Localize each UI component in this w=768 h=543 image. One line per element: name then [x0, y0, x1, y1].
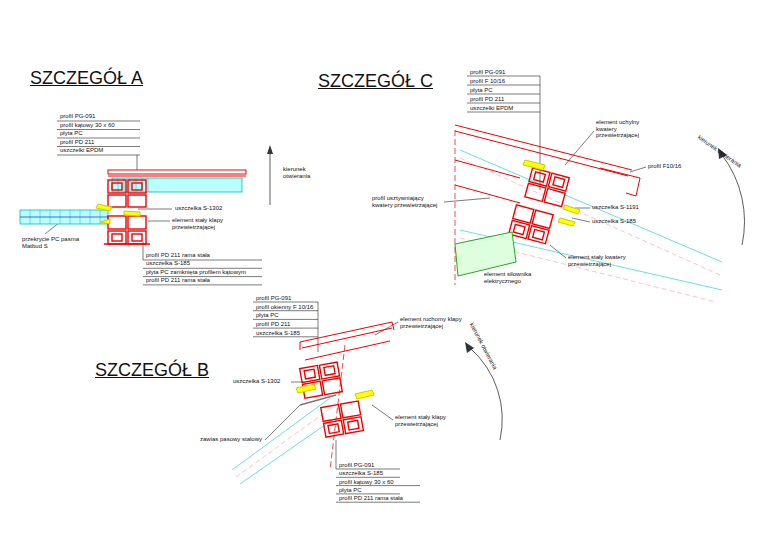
part-label: płyta PC: [339, 487, 362, 494]
part-label: profil okienny F 10/16: [256, 304, 313, 311]
part-label: profil PG-091: [339, 462, 374, 469]
part-label: uszczelka S-185: [339, 470, 383, 477]
part-label: kierunek otwierania: [283, 166, 319, 179]
part-label: uszczelka S-1302: [233, 378, 280, 385]
part-label: element uchylny kwatery przewietrzającej: [596, 119, 660, 139]
part-label: uszczelka S-185: [256, 330, 300, 337]
part-label: uszczelki EPDM: [60, 147, 103, 154]
part-label: profil PG-091: [470, 69, 505, 76]
part-label: profil PG-091: [256, 295, 291, 302]
part-label: płyta PC: [470, 87, 493, 94]
part-label: profil PG-091: [60, 113, 95, 120]
part-label: uszczelka S-185: [592, 218, 636, 225]
part-label: profil kątowy 30 x 60: [339, 479, 394, 486]
detail-heading: SZCZEGÓŁ A: [30, 69, 143, 89]
part-label: płyta PC: [60, 130, 83, 137]
part-label: profil F 10/16: [470, 78, 505, 85]
part-label: profil PD 211: [470, 96, 504, 103]
part-label: profil PD 211 rama stała: [339, 495, 403, 502]
part-label: płyta PC: [256, 312, 279, 319]
part-label: element stały klapy przewietrzającej: [172, 217, 238, 230]
part-label: płyta PC zamknięta profilem kątowym: [146, 269, 246, 276]
detail-heading: SZCZEGÓŁ B: [95, 361, 209, 381]
part-label: kierunek otwierania: [468, 322, 498, 371]
part-label: kierunek otwierania: [696, 134, 742, 169]
part-label: profil kątowy 30 x 60: [60, 122, 115, 129]
part-label: uszczelki EPDM: [470, 105, 513, 112]
part-label: profil PD 211 rama stała: [146, 277, 210, 284]
part-label: profil F10/16: [648, 163, 681, 170]
part-label: profil usztywniający kwatery przewietrza…: [372, 195, 444, 208]
part-label: przekrycie PC pasma Matbud S: [22, 236, 82, 249]
part-label: uszczelka S-1191: [592, 204, 639, 211]
part-label: profil PD 211: [256, 321, 290, 328]
part-label: profil PD 211 rama stała: [146, 252, 210, 259]
part-label: element ruchomy klapy przewietrzającej: [400, 316, 466, 329]
part-label: element stały kwatery przewietrzającej: [568, 254, 642, 267]
part-label: zawias pasowy stalowy: [200, 436, 262, 443]
part-label: uszczelka S-1302: [175, 205, 222, 212]
detail-heading: SZCZEGÓŁ C: [318, 72, 433, 92]
part-label: element stały klapy przewietrzającej: [395, 414, 461, 427]
part-label: uszczelka S-185: [146, 260, 190, 267]
part-label: profil PD 211: [60, 139, 94, 146]
part-label: element siłownika elektrycznego: [484, 271, 544, 284]
